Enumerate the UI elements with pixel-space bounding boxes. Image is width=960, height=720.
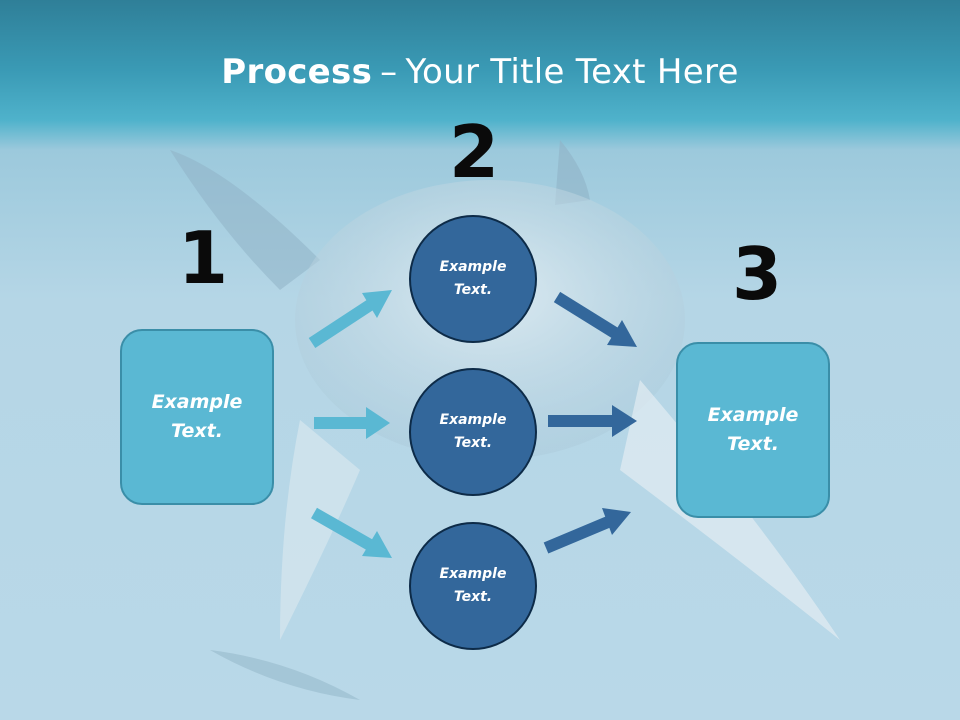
step-3-box[interactable]: Example Text. [676,342,830,518]
step-1-box[interactable]: Example Text. [120,329,274,505]
step-1-box-label: Example Text. [151,391,243,442]
step-2-circle-top-label: Example Text. [439,259,507,298]
arrow-left-to-middle [314,407,390,439]
arrow-middle-to-right [548,405,637,437]
title-dash: – [380,52,398,92]
step-number-1: 1 [178,216,229,300]
arrow-top-to-right [553,291,637,347]
slide-title: Process–Your Title Text Here [0,52,960,92]
step-2-circle-top[interactable]: Example Text. [409,215,537,343]
step-2-circle-bottom-label: Example Text. [439,566,507,605]
arrow-left-to-top [308,290,392,349]
arrow-left-to-bottom [311,507,392,558]
step-2-circle-bottom[interactable]: Example Text. [409,522,537,650]
title-bold-part: Process [221,52,373,92]
step-2-circle-middle-label: Example Text. [439,412,507,451]
step-number-2: 2 [449,110,500,194]
step-3-box-label: Example Text. [707,404,799,455]
step-2-circle-middle[interactable]: Example Text. [409,368,537,496]
step-number-3: 3 [732,232,783,316]
arrow-bottom-to-right [543,508,631,554]
title-rest: Your Title Text Here [405,52,739,92]
